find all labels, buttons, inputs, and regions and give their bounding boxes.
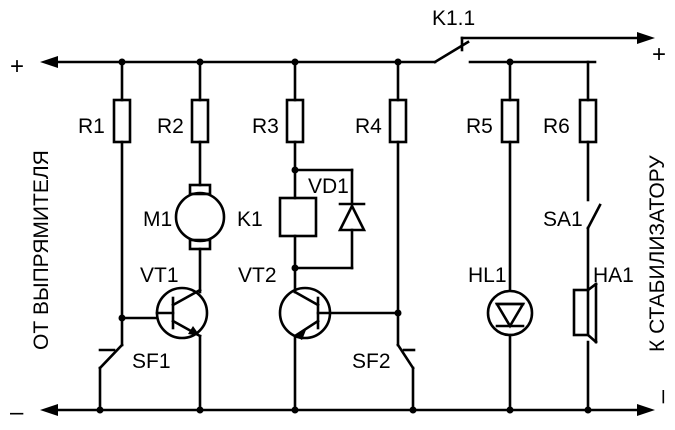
- positive-rail: [40, 56, 597, 68]
- switch-sf2: [396, 343, 417, 414]
- diode-vd1: [337, 203, 367, 232]
- label-to-stabilizer: К СТАБИЛИЗАТОРУ: [646, 155, 669, 352]
- label-sf2: SF2: [352, 350, 391, 373]
- label-r5: R5: [466, 115, 493, 138]
- label-sf1: SF1: [132, 350, 171, 373]
- plus-left-label: +: [10, 53, 24, 80]
- plus-right-label: +: [652, 41, 666, 68]
- branch-r2-m1: [174, 58, 226, 294]
- label-vd1: VD1: [308, 175, 349, 198]
- branch-r3-k1: [278, 58, 367, 294]
- relay-contact-k1-1: [433, 32, 655, 64]
- buzzer-ha1: [572, 288, 590, 337]
- label-r6: R6: [543, 115, 570, 138]
- resistor-r1: [112, 98, 132, 144]
- negative-rail: [40, 404, 655, 416]
- label-m1: M1: [143, 208, 172, 231]
- label-r3: R3: [252, 115, 279, 138]
- label-k1: K1: [237, 208, 263, 231]
- label-r4: R4: [355, 115, 382, 138]
- minus-right-label: –: [651, 390, 675, 404]
- resistor-r2: [190, 98, 210, 144]
- relay-coil-k1: [278, 196, 318, 238]
- label-vt2: VT2: [238, 264, 277, 287]
- motor-m1: [174, 191, 226, 243]
- minus-left-label: –: [10, 399, 24, 426]
- branch-r5-hl1: [486, 58, 534, 414]
- branch-r6-ha1: [572, 60, 602, 414]
- branch-r4: [388, 58, 408, 347]
- resistor-r5: [500, 98, 520, 144]
- label-r1: R1: [78, 115, 105, 138]
- label-ha1: HA1: [593, 264, 634, 287]
- switch-sa1: [586, 203, 602, 230]
- transistor-vt2: [278, 286, 400, 414]
- label-vt1: VT1: [140, 264, 179, 287]
- label-hl1: HL1: [468, 264, 507, 287]
- label-sa1: SA1: [543, 208, 583, 231]
- resistor-r3: [285, 98, 305, 144]
- label-k1-1: K1.1: [432, 7, 475, 30]
- resistor-r6: [578, 98, 598, 144]
- label-r2: R2: [157, 115, 184, 138]
- resistor-r4: [388, 98, 408, 144]
- transistor-vt1: [155, 286, 209, 414]
- branch-r1: [112, 58, 159, 322]
- label-from-rectifier: ОТ ВЫПРЯМИТЕЛЯ: [30, 150, 53, 350]
- switch-sf1: [96, 316, 124, 414]
